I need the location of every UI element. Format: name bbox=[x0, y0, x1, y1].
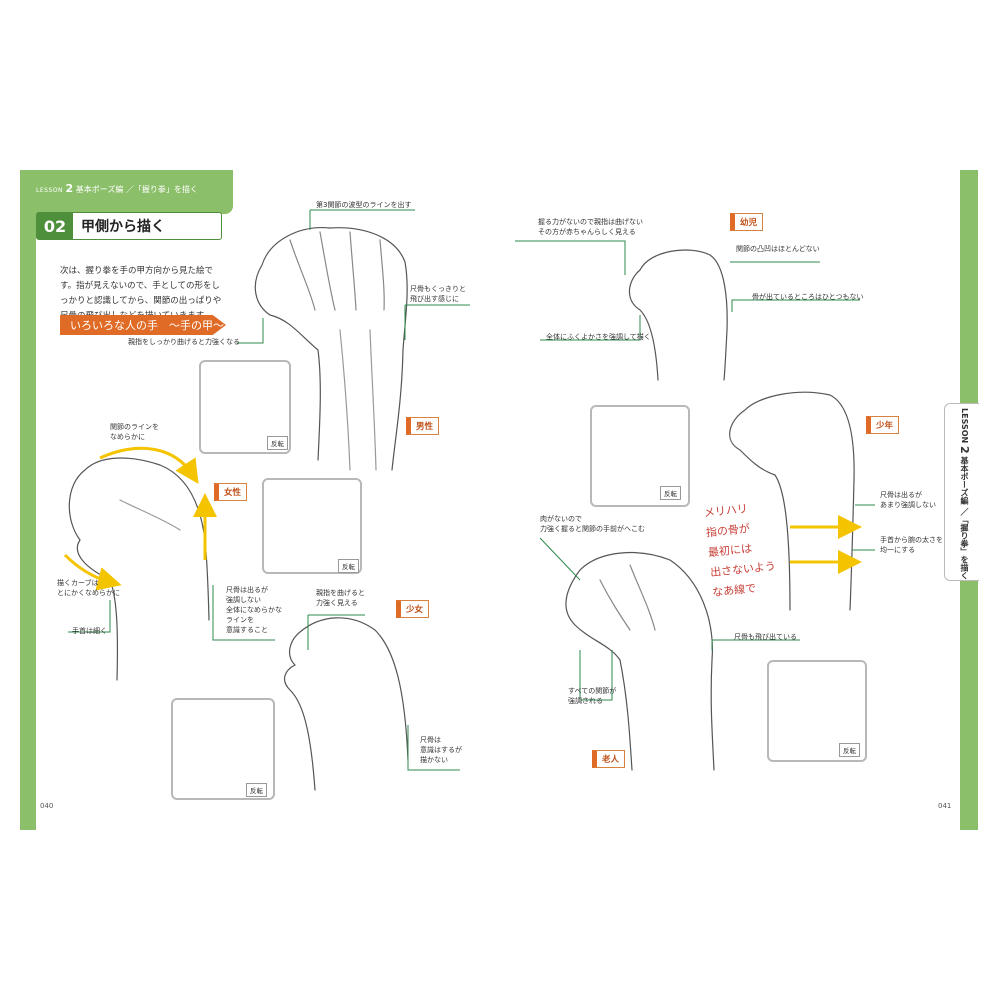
curve-arrow bbox=[63, 553, 122, 591]
female-hand-sketch bbox=[68, 457, 210, 681]
page-title: 02 甲側から描く bbox=[36, 212, 222, 240]
note-girl-ulna: 尺骨は 意識はするが 描かない bbox=[420, 736, 462, 764]
reverse-badge: 反転 bbox=[267, 436, 288, 450]
note-male-ulna: 尺骨もくっきりと 飛び出す感じに bbox=[410, 285, 466, 303]
note-elder-ulna: 尺骨も飛び出ている bbox=[734, 633, 797, 641]
note-female-wrist: 手首は細く bbox=[72, 627, 107, 635]
note-infant-joint: 関節の凸凹はほとんどない bbox=[736, 245, 820, 253]
page-number-left: 040 bbox=[40, 802, 54, 810]
note-female-curve: 描くカーブは とにかくなめらかに bbox=[57, 579, 120, 597]
note-female-ulna: 尺骨は出るが 強調しない 全体になめらかな ラインを 意識すること bbox=[226, 586, 282, 634]
header-band bbox=[20, 170, 233, 214]
lesson-number: 2 bbox=[65, 182, 74, 195]
note-infant-grip: 握る力がないので親指は曲げない その方が赤ちゃんらしく見える bbox=[538, 218, 643, 236]
tag-girl: 少女 bbox=[396, 600, 430, 618]
note-boy-width: 手首から腕の太さを 均一にする bbox=[880, 536, 943, 554]
reverse-badge: 反転 bbox=[246, 783, 267, 797]
title-number: 02 bbox=[37, 213, 73, 239]
handwritten-note: メリハリ 指の骨が 最初には 出さないよう なあ線で bbox=[703, 502, 777, 600]
tag-infant: 幼児 bbox=[730, 213, 764, 231]
note-male-wave: 第3関節の波型のラインを出す bbox=[316, 201, 412, 209]
note-infant-bone: 骨が出ているところはひとつもない bbox=[752, 293, 864, 301]
note-girl-thumb: 親指を曲げると 力強く見える bbox=[316, 589, 365, 607]
elder-hand-sketch bbox=[565, 552, 715, 771]
left-page-border bbox=[20, 170, 36, 830]
note-elder-flesh: 肉がないので 力強く握ると関節の手前がへこむ bbox=[540, 515, 645, 533]
note-elder-joints: すべての関節が 強調される bbox=[568, 687, 617, 705]
reverse-badge: 反転 bbox=[660, 486, 681, 500]
reverse-badge: 反転 bbox=[839, 743, 860, 757]
breadcrumb: LESSON 2 基本ポーズ編 ／「握り拳」を描く bbox=[36, 182, 198, 195]
reverse-badge: 反転 bbox=[338, 559, 359, 573]
page-number-right: 041 bbox=[938, 802, 952, 810]
tag-elder: 老人 bbox=[592, 750, 626, 768]
breadcrumb-text: 基本ポーズ編 ／「握り拳」を描く bbox=[75, 185, 198, 194]
lesson-label: LESSON bbox=[36, 187, 63, 194]
side-tab-lesson: LESSON bbox=[960, 408, 969, 444]
side-tab-label: 基本ポーズ編 ／「握り拳」を描く bbox=[960, 456, 969, 580]
note-male-thumb: 親指をしっかり曲げると力強くなる bbox=[128, 338, 240, 346]
infant-hand-sketch bbox=[628, 249, 728, 381]
note-female-joint: 関節のラインを なめらかに bbox=[110, 423, 159, 441]
male-hand-sketch bbox=[254, 227, 408, 471]
tag-male: 男性 bbox=[406, 417, 440, 435]
tag-female: 女性 bbox=[214, 483, 248, 501]
side-tab-num: 2 bbox=[958, 446, 971, 454]
title-text: 甲側から描く bbox=[81, 219, 165, 235]
note-boy-ulna: 尺骨は出るが あまり強調しない bbox=[880, 491, 936, 509]
tag-boy: 少年 bbox=[866, 416, 900, 434]
section-banner: いろいろな人の手 ～手の甲～ bbox=[60, 315, 226, 335]
side-tab-text: LESSON 2 基本ポーズ編 ／「握り拳」を描く bbox=[951, 408, 971, 579]
inset-female bbox=[262, 478, 362, 574]
joint-line-arrow bbox=[99, 446, 199, 485]
boy-hand-sketch bbox=[729, 391, 855, 611]
side-tab bbox=[944, 403, 979, 581]
note-infant-body: 全体にふくよかさを強調して描く bbox=[546, 333, 651, 341]
girl-hand-sketch bbox=[283, 617, 409, 791]
